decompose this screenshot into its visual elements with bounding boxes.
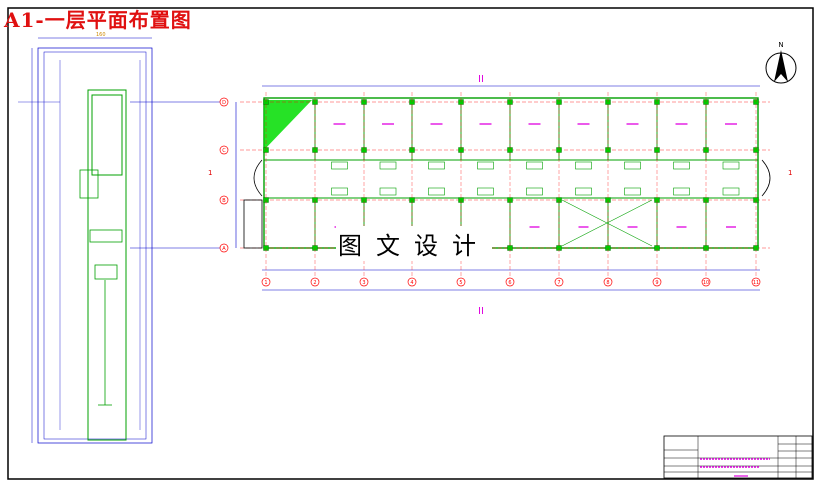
main-building-plan (235, 85, 771, 291)
column-axis-7: 7 (554, 92, 564, 287)
column-axis-6: 6 (505, 92, 515, 287)
north-arrow-icon: N (765, 41, 797, 84)
section-marker-bottom: II (478, 306, 484, 317)
svg-text:C: C (222, 148, 226, 154)
sheet-border (7, 7, 814, 480)
svg-text:A: A (222, 246, 226, 252)
row-axis-markers: D C B A (219, 97, 229, 253)
section-marker-right: 1 (788, 169, 792, 177)
watermark-text: 图文设计 (336, 226, 492, 261)
svg-text:2: 2 (313, 280, 316, 286)
svg-text:8: 8 (606, 280, 609, 286)
svg-text:7: 7 (557, 280, 560, 286)
left-wing-plan: 160 (18, 32, 220, 444)
row-axis-b: B (219, 195, 229, 205)
svg-text:6: 6 (508, 280, 511, 286)
svg-text:9: 9 (655, 280, 658, 286)
svg-text:D: D (222, 100, 226, 106)
row-axis-a: A (219, 243, 229, 253)
column-axis-9: 9 (652, 92, 662, 287)
svg-text:3: 3 (362, 280, 365, 286)
column-axis-8: 8 (603, 92, 613, 287)
svg-text:4: 4 (410, 280, 413, 286)
svg-text:5: 5 (459, 280, 462, 286)
svg-text:N: N (778, 41, 783, 49)
column-axis-11: 11 (751, 92, 761, 287)
column-axis-1: 1 (261, 92, 271, 287)
section-marker-top: II (478, 74, 484, 85)
svg-text:160: 160 (96, 32, 106, 38)
row-axis-c: C (219, 145, 229, 155)
column-axis-2: 2 (310, 92, 320, 287)
svg-text:B: B (222, 198, 226, 204)
row-axis-d: D (219, 97, 229, 107)
svg-text:11: 11 (753, 280, 759, 286)
svg-text:10: 10 (703, 280, 709, 286)
drawing-title: A1-一层平面布置图 (4, 8, 192, 32)
section-marker-left: 1 (208, 169, 212, 177)
column-axis-10: 10 (701, 92, 711, 287)
svg-text:1: 1 (264, 280, 267, 286)
title-block (663, 435, 813, 479)
